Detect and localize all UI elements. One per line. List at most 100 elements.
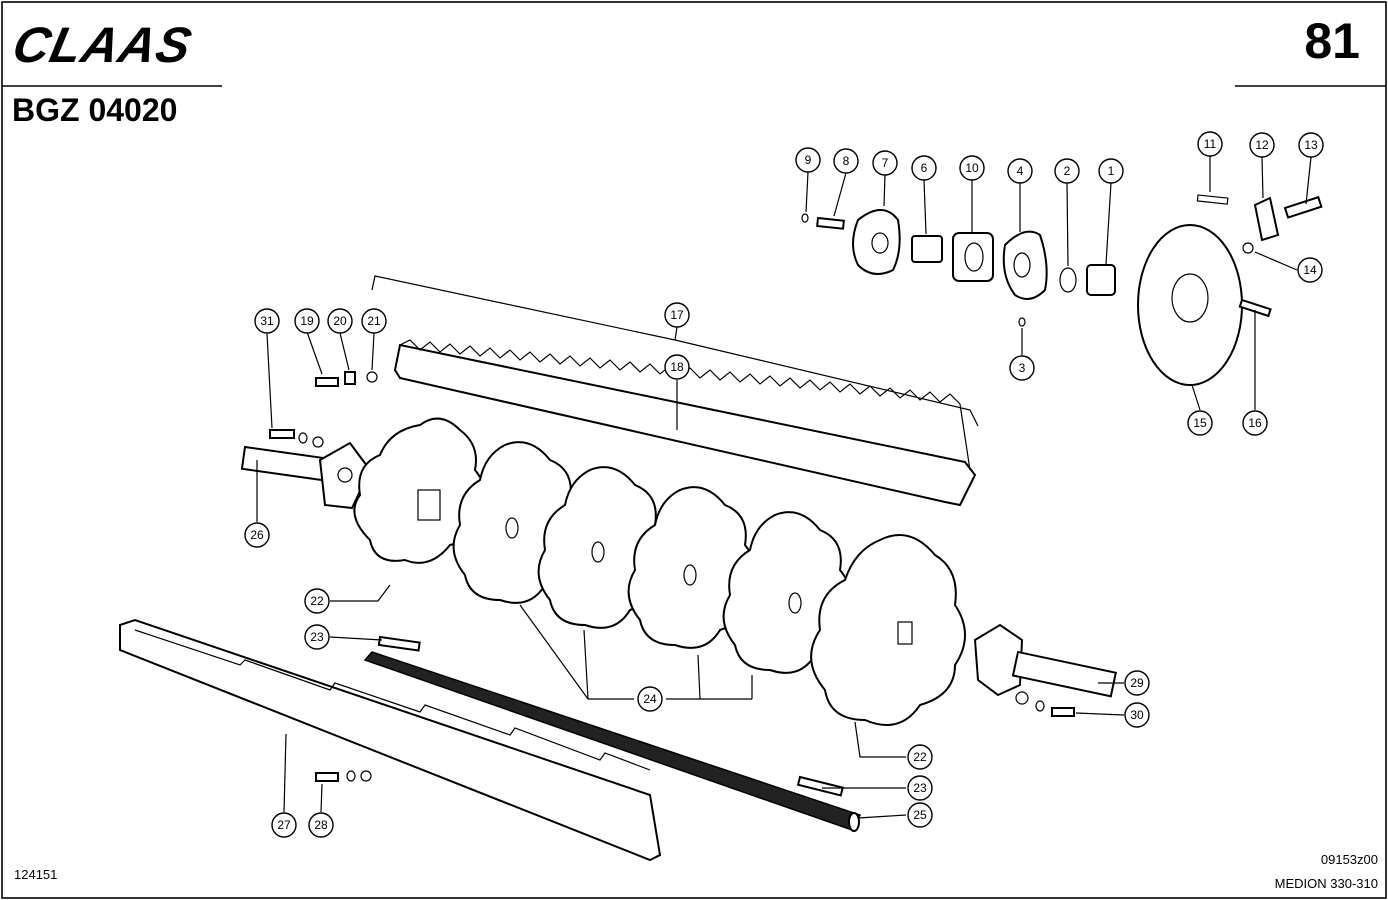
bolt-28 [315,772,339,782]
svg-text:19: 19 [300,314,314,328]
svg-text:30: 30 [1130,708,1144,722]
callout-6: 6 [911,155,937,181]
callout-22-right: 22 [907,744,933,770]
svg-text:13: 13 [1304,138,1318,152]
callout-3: 3 [1009,355,1035,381]
svg-text:24: 24 [643,692,657,706]
callout-15: 15 [1187,410,1213,436]
svg-text:15: 15 [1193,416,1207,430]
callout-10: 10 [959,155,985,181]
svg-text:23: 23 [310,630,324,644]
callout-11: 11 [1197,131,1223,157]
page-number: 81 [1304,13,1360,69]
svg-text:6: 6 [921,161,928,175]
svg-text:7: 7 [882,156,889,170]
hardware-assembly [269,194,1323,782]
callout-30: 30 [1124,702,1150,728]
svg-text:16: 16 [1248,416,1262,430]
bolt-30 [1051,707,1075,717]
svg-text:17: 17 [670,308,684,322]
callout-9: 9 [795,147,821,173]
claas-logo: CLAAS [8,17,198,73]
nipple-3 [1018,317,1026,327]
svg-text:11: 11 [1204,137,1217,151]
callout-22-left: 22 [304,588,330,614]
svg-text:27: 27 [277,818,291,832]
star-disc-6 [810,534,966,726]
svg-text:31: 31 [260,314,274,328]
callout-17: 17 [664,302,690,328]
leader-lines [256,156,1312,819]
flange-7 [852,209,901,275]
clip-20 [344,371,356,385]
bolt-31 [269,429,295,439]
ring-2 [1059,267,1077,293]
svg-text:12: 12 [1255,138,1269,152]
callout-2: 2 [1054,158,1080,184]
long-shaft-25 [363,651,862,832]
callout-23-right: 23 [907,775,933,801]
bushing-6 [911,235,943,263]
svg-text:1: 1 [1108,164,1115,178]
svg-text:23: 23 [913,781,927,795]
callout-16: 16 [1242,410,1268,436]
callout-27: 27 [271,812,297,838]
svg-text:28: 28 [314,818,328,832]
bearing-10 [952,232,994,282]
svg-text:18: 18 [670,360,684,374]
bolt-11 [1196,194,1229,205]
callout-18: 18 [664,354,690,380]
bolt-19 [315,377,339,387]
callout-14: 14 [1297,257,1323,283]
svg-text:4: 4 [1017,164,1024,178]
callout-8: 8 [833,148,859,174]
svg-text:3: 3 [1019,361,1026,375]
group-code: BGZ 04020 [12,92,178,128]
shaft-stub-29 [973,623,1118,698]
bolt-16 [1238,298,1272,318]
star-disc-1 [353,417,488,564]
callout-26: 26 [244,522,270,548]
callout-28: 28 [308,812,334,838]
callout-31: 31 [254,308,280,334]
callout-7: 7 [872,150,898,176]
callout-12: 12 [1249,132,1275,158]
svg-text:10: 10 [965,161,979,175]
image-code: 09153z00 [1320,852,1378,867]
callout-19: 19 [294,308,320,334]
callout-1: 1 [1098,158,1124,184]
callout-24: 24 [637,686,663,712]
callout-23-left: 23 [304,624,330,650]
housing-4 [1002,230,1048,300]
svg-text:29: 29 [1130,676,1144,690]
nut-30a [1015,691,1029,705]
svg-text:14: 14 [1303,263,1317,277]
callout-20: 20 [327,308,353,334]
sheet-rail-27 [119,618,662,862]
callout-13: 13 [1298,132,1324,158]
svg-text:9: 9 [805,153,812,167]
svg-text:21: 21 [367,314,381,328]
svg-text:22: 22 [913,750,927,764]
bolt-8 [816,216,845,230]
nut-1 [1086,264,1116,296]
svg-text:22: 22 [310,594,324,608]
nut-21 [366,371,378,383]
drawing-id: 124151 [14,867,58,882]
shaft-stub-26 [240,441,372,510]
callout-29: 29 [1124,670,1150,696]
key-pin-23-bottom [796,775,844,797]
bracket-12 [1253,196,1280,242]
svg-text:8: 8 [843,154,850,168]
svg-text:20: 20 [333,314,347,328]
bolt-13 [1283,195,1323,219]
svg-text:25: 25 [913,808,927,822]
washer-9 [801,213,809,223]
svg-text:26: 26 [250,528,264,542]
nut-14 [1242,242,1254,254]
model-label: MEDION 330-310 [1274,876,1378,891]
svg-text:2: 2 [1064,164,1071,178]
